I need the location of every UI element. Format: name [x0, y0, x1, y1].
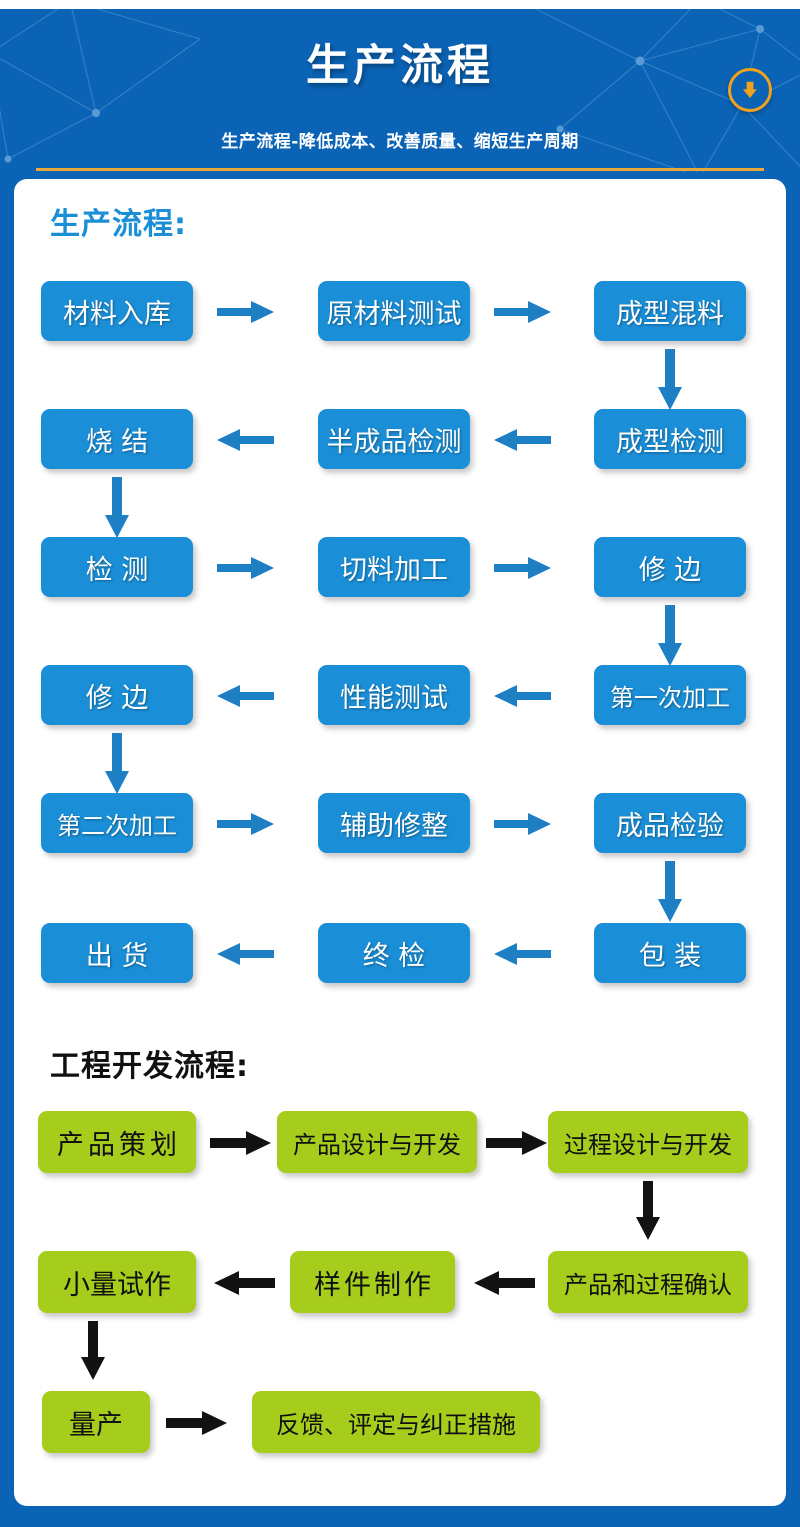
top-white-strip — [0, 0, 800, 9]
arrow-right-icon — [217, 299, 275, 325]
arrow-down-icon — [635, 1181, 661, 1241]
node-first-machining[interactable]: 第一次加工 — [594, 665, 746, 725]
arrow-right-icon — [217, 555, 275, 581]
arrow-down-icon — [80, 1321, 106, 1381]
arrow-left-icon — [474, 1270, 536, 1296]
node-performance-test[interactable]: 性能测试 — [318, 665, 470, 725]
node-sample-production[interactable]: 样件制作 — [290, 1251, 455, 1313]
arrow-down-icon — [657, 349, 683, 411]
page-header: 生产流程 生产流程-降低成本、改善质量、缩短生产周期 — [0, 9, 800, 172]
arrow-right-icon — [494, 811, 552, 837]
arrow-left-icon — [494, 941, 552, 967]
node-trimming-1[interactable]: 修 边 — [594, 537, 746, 597]
node-forming-mix[interactable]: 成型混料 — [594, 281, 746, 341]
node-label: 样件制作 — [314, 1269, 434, 1301]
node-mass-production[interactable]: 量产 — [42, 1391, 150, 1453]
node-inspection[interactable]: 检 测 — [41, 537, 193, 597]
node-final-product-inspection[interactable]: 成品检验 — [594, 793, 746, 853]
node-label: 终 检 — [362, 940, 426, 972]
arrow-left-icon — [217, 941, 275, 967]
content-panel: 生产流程: 材料入库 原材料测试 成型混料 烧 结 半成品检测 成型检测 检 测 — [14, 179, 786, 1506]
node-raw-material-test[interactable]: 原材料测试 — [318, 281, 470, 341]
arrow-right-icon — [166, 1410, 228, 1436]
node-final-inspection[interactable]: 终 检 — [318, 923, 470, 983]
node-second-machining[interactable]: 第二次加工 — [41, 793, 193, 853]
arrow-left-icon — [214, 1270, 276, 1296]
arrow-right-icon — [217, 811, 275, 837]
node-label: 修 边 — [85, 682, 149, 714]
node-product-design-development[interactable]: 产品设计与开发 — [277, 1111, 477, 1173]
node-semi-finished-inspection[interactable]: 半成品检测 — [318, 409, 470, 469]
arrow-left-icon — [217, 683, 275, 709]
node-packaging[interactable]: 包 装 — [594, 923, 746, 983]
page-subtitle: 生产流程-降低成本、改善质量、缩短生产周期 — [221, 132, 579, 152]
node-label: 包 装 — [638, 940, 702, 972]
section-title-engineering: 工程开发流程: — [50, 1049, 249, 1084]
node-label: 修 边 — [638, 554, 702, 586]
node-product-planning[interactable]: 产品策划 — [38, 1111, 196, 1173]
node-cutting-process[interactable]: 切料加工 — [318, 537, 470, 597]
arrow-left-icon — [217, 427, 275, 453]
arrow-down-icon — [104, 477, 130, 539]
arrow-right-icon — [494, 299, 552, 325]
node-forming-inspection[interactable]: 成型检测 — [594, 409, 746, 469]
arrow-down-icon — [104, 733, 130, 795]
header-gold-divider — [36, 168, 764, 171]
node-small-batch-trial[interactable]: 小量试作 — [38, 1251, 196, 1313]
node-product-process-validation[interactable]: 产品和过程确认 — [548, 1251, 748, 1313]
node-label: 出 货 — [85, 940, 149, 972]
node-shipment[interactable]: 出 货 — [41, 923, 193, 983]
arrow-right-icon — [486, 1130, 548, 1156]
node-auxiliary-finishing[interactable]: 辅助修整 — [318, 793, 470, 853]
node-process-design-development[interactable]: 过程设计与开发 — [548, 1111, 748, 1173]
arrow-right-icon — [494, 555, 552, 581]
arrow-down-icon — [657, 605, 683, 667]
download-arrow-icon[interactable] — [728, 68, 772, 112]
arrow-right-icon — [210, 1130, 272, 1156]
arrow-down-icon — [657, 861, 683, 923]
node-sintering[interactable]: 烧 结 — [41, 409, 193, 469]
arrow-left-icon — [494, 427, 552, 453]
node-label: 产品策划 — [57, 1129, 181, 1161]
node-trimming-2[interactable]: 修 边 — [41, 665, 193, 725]
arrow-left-icon — [494, 683, 552, 709]
node-feedback-assessment-corrective[interactable]: 反馈、评定与纠正措施 — [252, 1391, 540, 1453]
page-title: 生产流程 — [306, 41, 494, 91]
node-label: 检 测 — [85, 554, 149, 586]
section-title-production: 生产流程: — [50, 207, 187, 242]
node-material-inbound[interactable]: 材料入库 — [41, 281, 193, 341]
